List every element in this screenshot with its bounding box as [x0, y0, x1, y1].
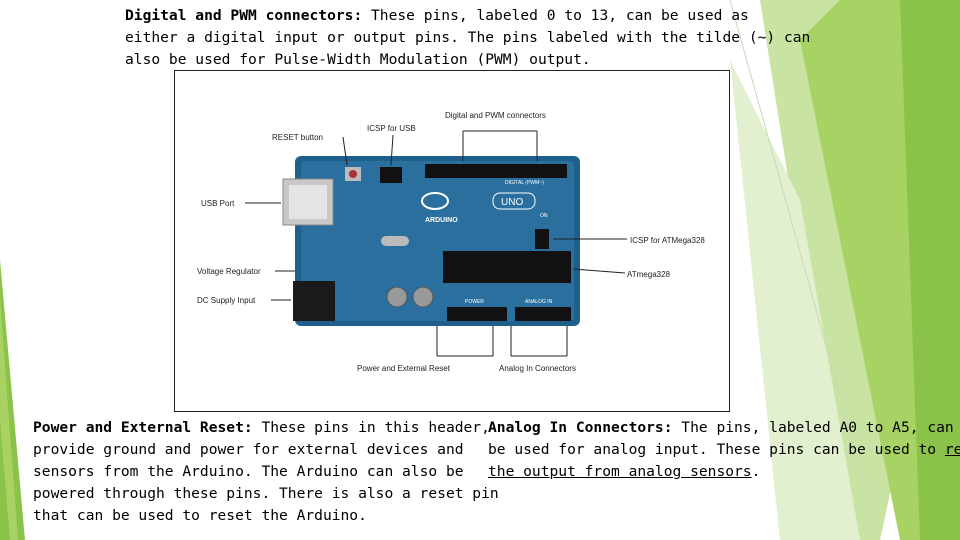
board-arduino-text: ARDUINO: [425, 217, 458, 224]
right-facet-line: [729, 0, 881, 540]
power-reset-description: Power and External Reset: These pins in …: [33, 417, 499, 527]
right-line-2-text: be used for analog input. These pins can…: [488, 441, 945, 458]
top-line-1: Digital and PWM connectors: These pins, …: [125, 5, 810, 27]
label-icsp-mega: ICSP for ATMega328: [630, 236, 705, 245]
usb-port-inner: [289, 185, 327, 219]
arrow-icsp-usb: [390, 134, 394, 166]
analog-header: [515, 307, 571, 321]
uno-badge: [492, 192, 536, 210]
label-atmega: ATmega328: [627, 270, 671, 279]
left-heading: Power and External Reset:: [33, 419, 253, 436]
top-heading: Digital and PWM connectors:: [125, 7, 363, 24]
board-analog-text: ANALOG IN: [525, 299, 553, 305]
analog-sensors-link[interactable]: the output from analog sensors: [488, 463, 752, 480]
right-line-1: Analog In Connectors: The pins, labeled …: [488, 417, 960, 439]
crystal: [381, 236, 409, 246]
arrow-atmega: [572, 268, 626, 274]
left-line-2: provide ground and power for external de…: [33, 441, 464, 458]
right-line-3-end: .: [751, 463, 761, 480]
left-line-4: powered through these pins. There is als…: [33, 485, 499, 502]
board-power-text: POWER: [465, 299, 484, 305]
top-line-1-text: These pins, labeled 0 to 13, can be used…: [362, 7, 749, 24]
dc-jack: [293, 281, 335, 321]
arduino-figure: ARDUINO UNO DIGITAL (PWM~) ON POWER ANAL…: [174, 70, 730, 412]
capacitor-1: [386, 286, 408, 308]
label-reset: RESET button: [272, 133, 323, 142]
digital-header: [425, 164, 567, 178]
label-analog: Analog In Connectors: [499, 364, 576, 373]
left-line-5: that can be used to reset the Arduino.: [33, 507, 367, 524]
right-facet-pale: [730, 60, 860, 540]
label-dc: DC Supply Input: [197, 296, 256, 305]
digital-pwm-description: Digital and PWM connectors: These pins, …: [125, 5, 810, 71]
top-line-3: also be used for Pulse-Width Modulation …: [125, 51, 591, 68]
right-line-1-text: The pins, labeled A0 to A5, can: [672, 419, 954, 436]
label-usb: USB Port: [201, 199, 235, 208]
analog-in-description: Analog In Connectors: The pins, labeled …: [488, 417, 960, 483]
arduino-logo: [421, 192, 449, 210]
right-heading: Analog In Connectors:: [488, 419, 673, 436]
power-header: [447, 307, 507, 321]
left-line-3: sensors from the Arduino. The Arduino ca…: [33, 463, 464, 480]
left-line-1-text: These pins in this header,: [252, 419, 490, 436]
left-facet-mid: [0, 300, 18, 540]
label-regulator: Voltage Regulator: [197, 267, 261, 276]
icsp-usb-header: [380, 167, 402, 183]
left-line-1: Power and External Reset: These pins in …: [33, 417, 499, 439]
board-digital-text: DIGITAL (PWM~): [505, 180, 544, 186]
reset-button-cap: [349, 170, 357, 178]
label-icsp-usb: ICSP for USB: [367, 124, 416, 133]
label-power: Power and External Reset: [357, 364, 451, 373]
icsp-atmega-header: [535, 229, 549, 249]
board-on-text: ON: [540, 213, 548, 219]
board-uno-text: UNO: [501, 197, 523, 208]
right-facet-dark: [900, 0, 960, 540]
arduino-diagram: ARDUINO UNO DIGITAL (PWM~) ON POWER ANAL…: [197, 111, 705, 373]
right-line-2: be used for analog input. These pins can…: [488, 439, 960, 461]
top-line-2: either a digital input or output pins. T…: [125, 29, 811, 46]
arrow-reset: [342, 136, 348, 166]
read-link[interactable]: read: [944, 441, 960, 458]
capacitor-2: [412, 286, 434, 308]
right-line-3: the output from analog sensors.: [488, 461, 960, 483]
atmega-chip: [443, 251, 571, 283]
label-digital: Digital and PWM connectors: [445, 111, 546, 120]
